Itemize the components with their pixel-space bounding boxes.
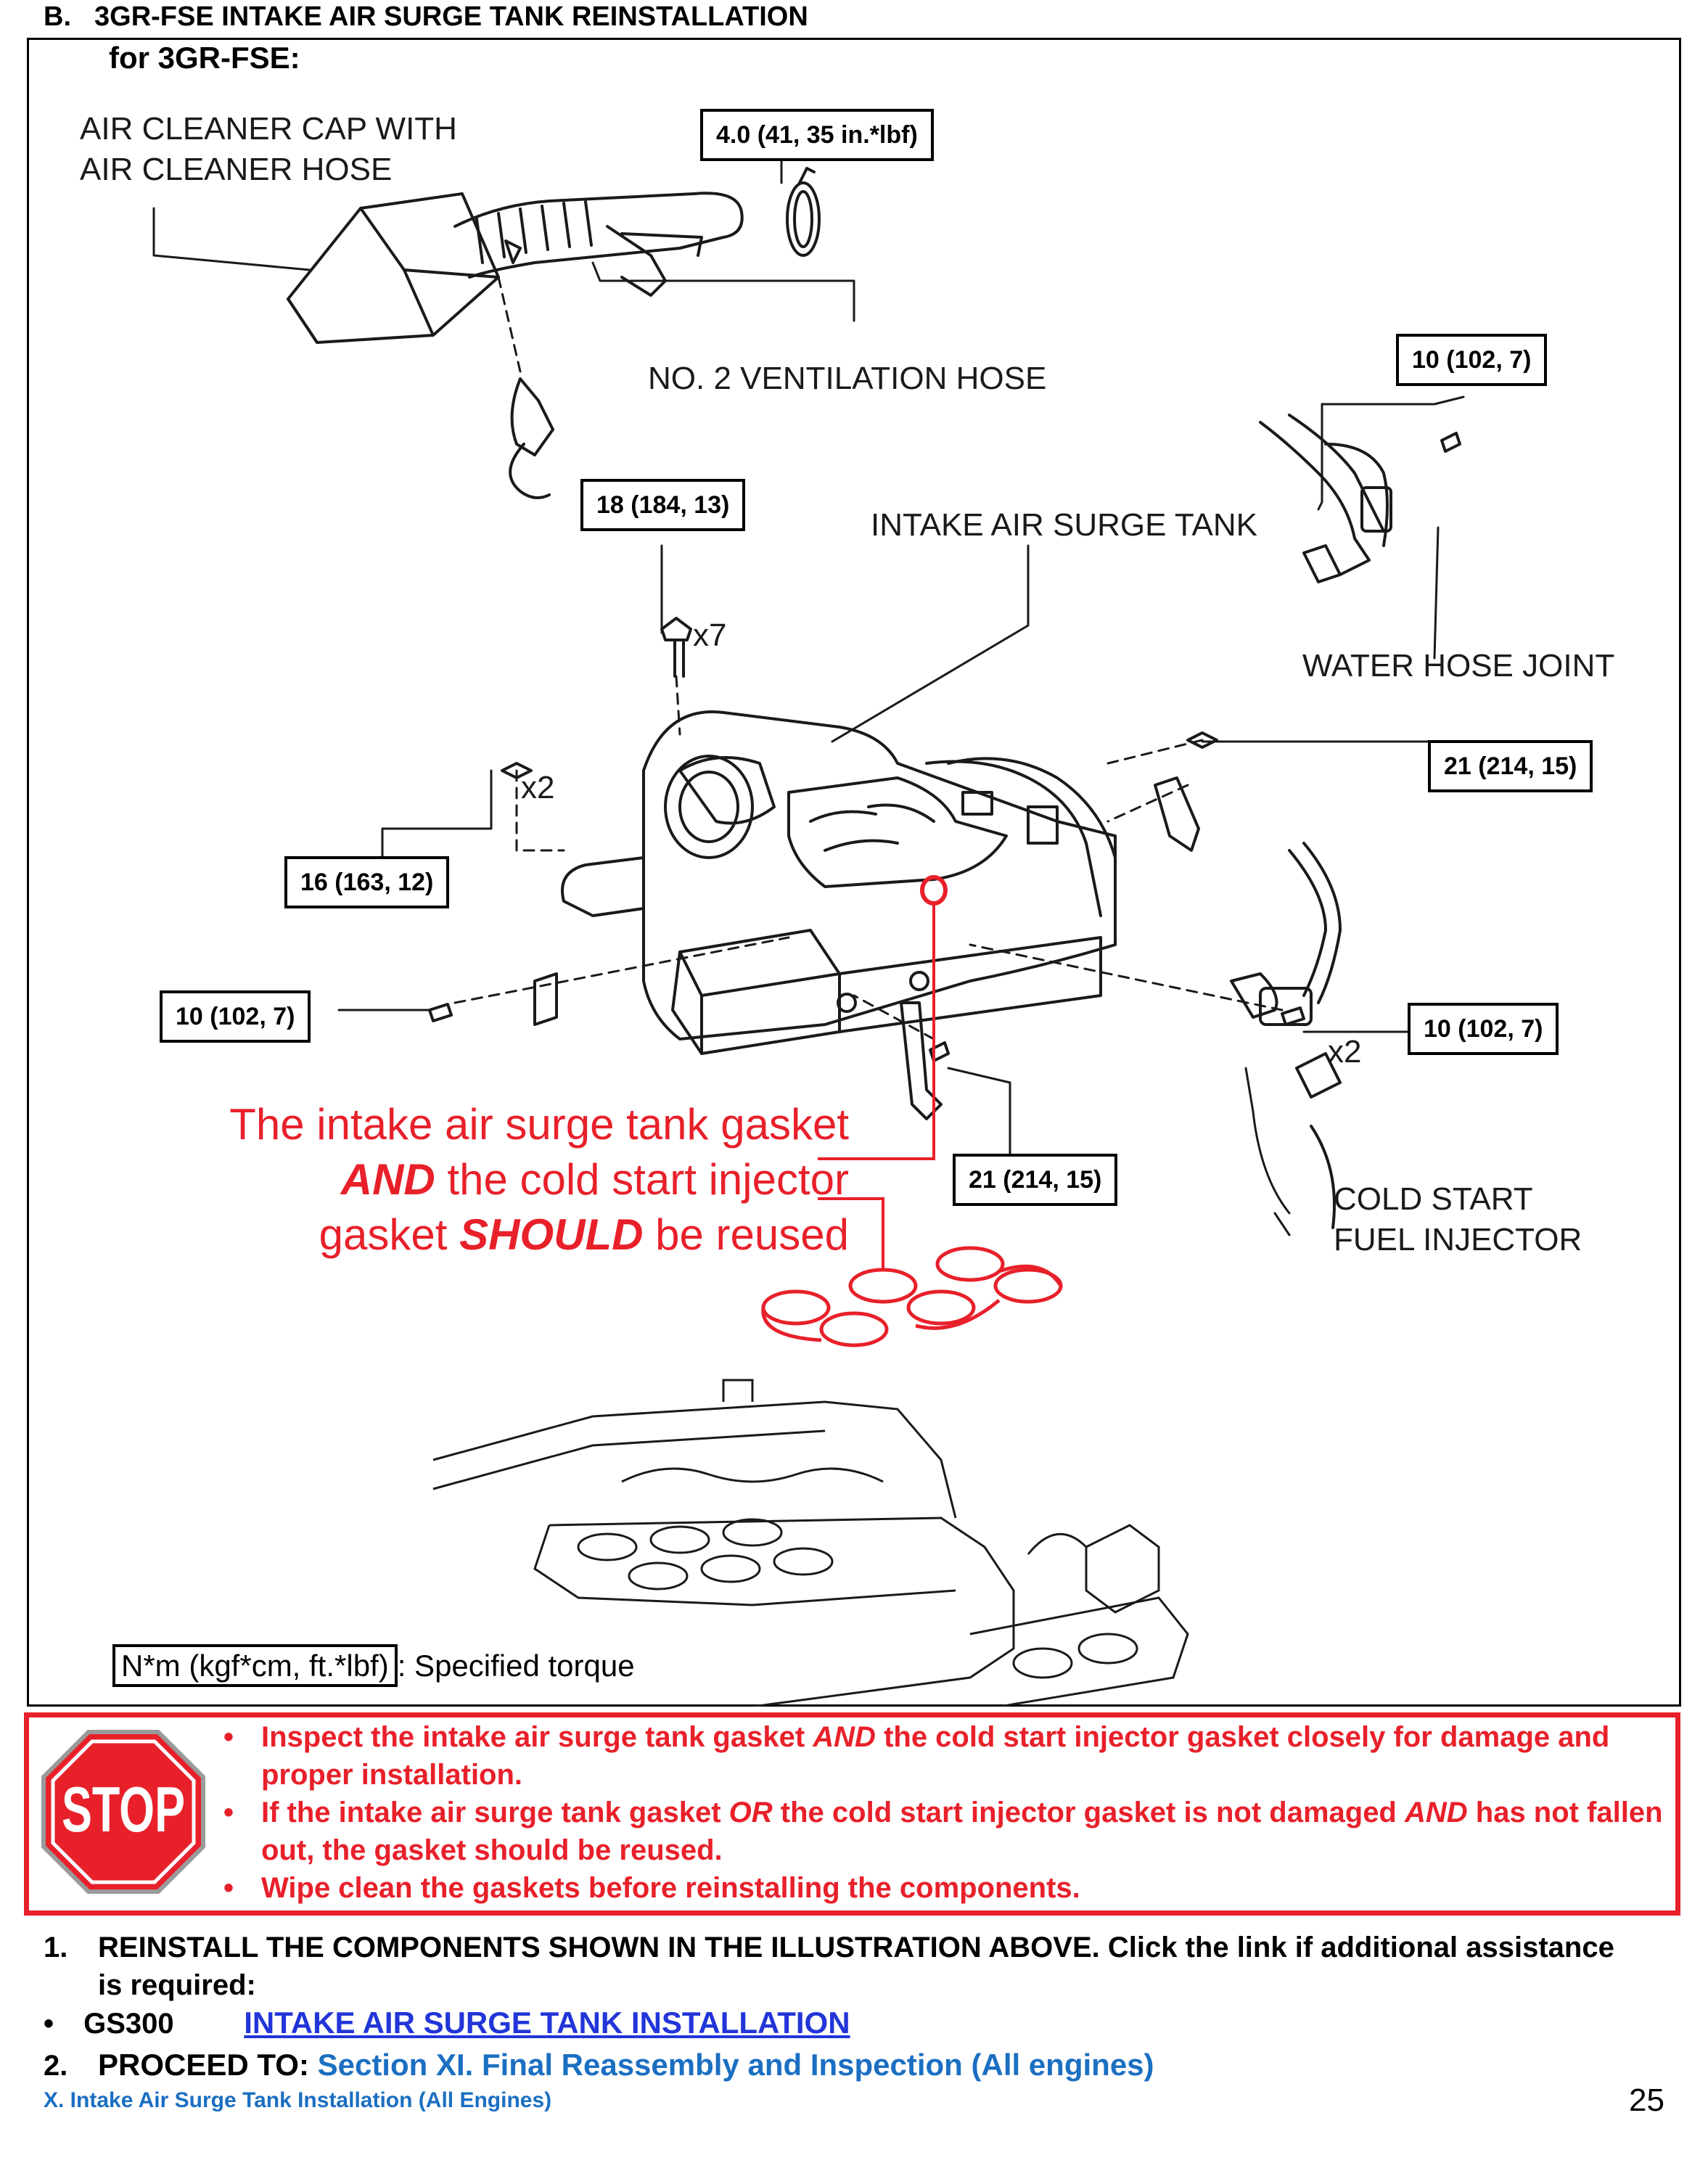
stop-instructions: Inspect the intake air surge tank gasket… (218, 1718, 1669, 1907)
bolt-count: x7 (693, 617, 727, 653)
engine-sublabel: for 3GR-FSE: (109, 41, 300, 75)
step-1-model-item: • GS300 INTAKE AIR SURGE TANK INSTALLATI… (44, 2004, 850, 2043)
gasket-note-line3-b: be reused (643, 1210, 849, 1259)
stop-bullet-1: Inspect the intake air surge tank gasket… (218, 1718, 1669, 1794)
air-cleaner-label: AIR CLEANER CAP WITH AIR CLEANER HOSE (80, 109, 457, 190)
gasket-note-line1: The intake air surge tank gasket (229, 1100, 849, 1149)
section-letter: B. (44, 1, 71, 32)
gasket-note-line2: AND the cold start injector (167, 1152, 849, 1207)
torque-box-injector: 10 (102, 7) (1408, 1003, 1559, 1055)
torque-legend: N*m (kgf*cm, ft.*lbf): Specified torque (112, 1644, 635, 1687)
model-name: GS300 (83, 2008, 174, 2040)
torque-box-tank-bolts: 18 (184, 13) (580, 479, 746, 531)
air-cleaner-cap-drawing (287, 192, 744, 499)
water-hose-label: WATER HOSE JOINT (1302, 648, 1615, 684)
cold-start-label: COLD START FUEL INJECTOR (1334, 1181, 1582, 1257)
stop-warning-box (24, 1712, 1680, 1916)
nut-count: x2 (521, 770, 555, 805)
air-cleaner-label-text: AIR CLEANER CAP WITH AIR CLEANER HOSE (80, 111, 457, 187)
torque-box-lower-bracket: 21 (214, 15) (953, 1154, 1118, 1206)
stop-bullet-1-a: Inspect the intake air surge tank gasket (261, 1721, 813, 1753)
step-2-number: 2. (44, 2050, 68, 2082)
surge-tank-label: INTAKE AIR SURGE TANK (871, 507, 1258, 543)
stop-bullet-2-em2: AND (1404, 1797, 1468, 1829)
engine-block-drawing (432, 1379, 1189, 1707)
gasket-note-line2-rest: the cold start injector (435, 1155, 849, 1204)
exploded-diagram (152, 131, 1465, 1707)
dashed-guides (453, 276, 1284, 1041)
final-reassembly-link[interactable]: Section XI. Final Reassembly and Inspect… (317, 2048, 1154, 2082)
gasket-reuse-note: The intake air surge tank gasket AND the… (167, 1097, 849, 1263)
injector-bolt-count: x2 (1328, 1034, 1362, 1070)
torque-legend-box: N*m (kgf*cm, ft.*lbf) (112, 1644, 398, 1687)
leader-lines (152, 131, 1465, 1236)
stop-bullet-2-c: has not fallen out, the gasket should be… (261, 1797, 1663, 1866)
step-2-label: PROCEED TO: (98, 2048, 318, 2082)
step-1-text: REINSTALL THE COMPONENTS SHOWN IN THE IL… (98, 1932, 1614, 2001)
step-2: 2. PROCEED TO: Section XI. Final Reassemb… (44, 2046, 1154, 2085)
gasket-note-line3: gasket SHOULD be reused (167, 1207, 849, 1263)
step-1-number: 1. (44, 1932, 68, 1963)
page-number: 25 (1629, 2082, 1664, 2118)
stop-sign-icon: STOP (41, 1730, 205, 1894)
section-header: B. 3GR-FSE INTAKE AIR SURGE TANK REINSTAL… (44, 1, 808, 33)
hose-clamp-drawing (786, 167, 821, 257)
footer-section-title: X. Intake Air Surge Tank Installation (A… (44, 2088, 552, 2112)
vent-hose-label: NO. 2 VENTILATION HOSE (648, 361, 1047, 396)
gasket-drawing (761, 1246, 1063, 1347)
figure-frame (27, 38, 1681, 1707)
torque-box-water-joint: 10 (102, 7) (1396, 334, 1548, 386)
stop-bullet-2: If the intake air surge tank gasket OR t… (218, 1794, 1669, 1869)
model-bullet: • (44, 2008, 54, 2040)
section-title: 3GR-FSE INTAKE AIR SURGE TANK REINSTALLA… (94, 1, 808, 32)
surge-tank-installation-link[interactable]: INTAKE AIR SURGE TANK INSTALLATION (244, 2006, 850, 2040)
stop-bullet-2-em: OR (728, 1797, 773, 1829)
water-hose-joint-drawing (1259, 414, 1392, 583)
stop-bullet-3: Wipe clean the gaskets before reinstalli… (218, 1869, 1669, 1907)
surge-tank-drawing (561, 710, 1117, 1055)
step-1: 1. REINSTALL THE COMPONENTS SHOWN IN THE… (44, 1929, 1625, 2004)
gasket-highlight (761, 875, 1063, 1347)
stop-bullet-1-em: AND (813, 1721, 876, 1753)
gasket-note-emphasis-and: AND (340, 1155, 435, 1204)
torque-box-right-bracket: 21 (214, 15) (1428, 740, 1593, 792)
stop-bullet-1-b: the cold start injector gasket closely f… (261, 1721, 1610, 1791)
gasket-note-emphasis-should: SHOULD (459, 1210, 644, 1259)
gasket-note-line3-a: gasket (319, 1210, 460, 1259)
stop-bullet-2-b: the cold start injector gasket is not da… (772, 1797, 1405, 1829)
stop-bullet-2-a: If the intake air surge tank gasket (261, 1797, 729, 1829)
bracket-drawings (533, 776, 1278, 1120)
torque-box-left-bracket: 10 (102, 7) (160, 990, 311, 1043)
stop-sign-text: STOP (62, 1773, 185, 1845)
torque-legend-text: : Specified torque (397, 1649, 635, 1683)
bolt-drawings (428, 432, 1461, 1062)
torque-box-nuts: 16 (163, 12) (284, 856, 450, 908)
torque-box-clamp: 4.0 (41, 35 in.*lbf) (700, 109, 934, 161)
